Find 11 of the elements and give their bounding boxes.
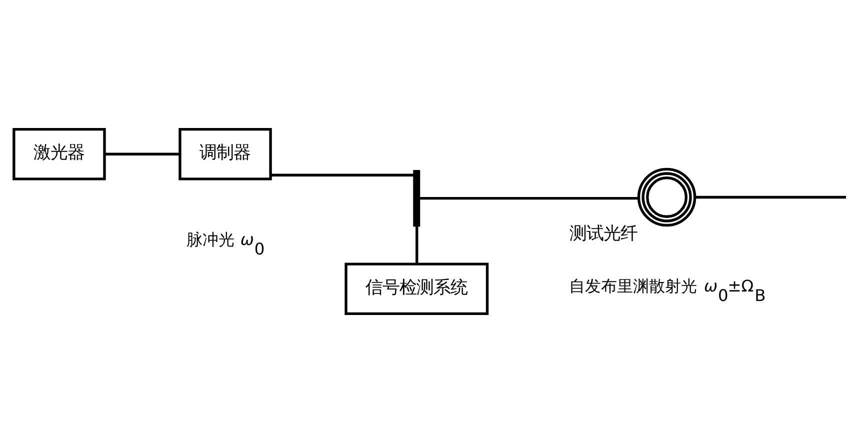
- connector: [270, 174, 414, 176]
- connector: [415, 226, 418, 264]
- connector: [104, 152, 180, 156]
- node-box: 激光器: [12, 128, 106, 180]
- node-circle: [636, 168, 696, 227]
- connector: [694, 196, 846, 199]
- node-label: 测试光纤: [569, 224, 638, 244]
- connector: [418, 196, 638, 200]
- node-box: 调制器: [178, 128, 272, 180]
- node-bar: [412, 170, 420, 227]
- node-box: 信号检测系统: [344, 262, 488, 316]
